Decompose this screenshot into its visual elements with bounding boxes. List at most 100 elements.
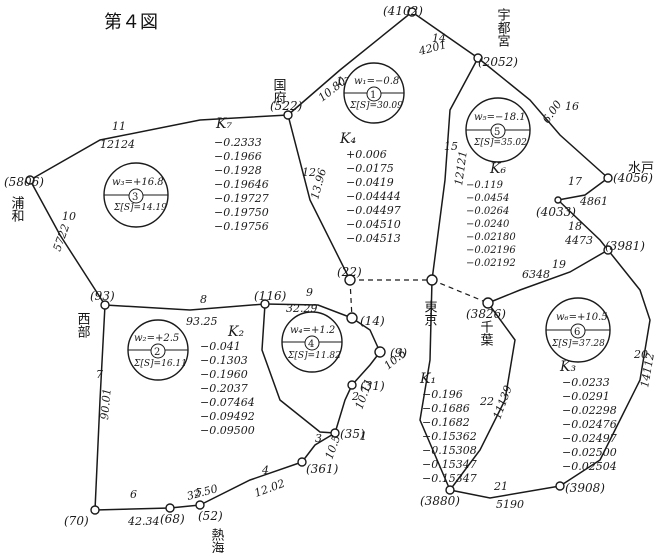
station-label-3826: (3826): [466, 307, 506, 321]
k1-value: −0.15347: [422, 458, 477, 471]
station-node-4033: [555, 197, 561, 203]
loop-4-w: w₄=+1.2: [290, 325, 335, 336]
k6-value: −0.119: [466, 180, 504, 191]
station-label-3981: (3981): [605, 239, 645, 253]
edge-number-10: 10: [62, 210, 76, 223]
loop-2-number: 2: [154, 347, 160, 358]
loop-6-sum: Σ[S]=37.28: [551, 339, 605, 349]
station-label-93: (93): [90, 289, 115, 303]
k1-value: −0.15308: [422, 444, 477, 457]
loop-4-sum: Σ[S]=11.82: [287, 351, 341, 361]
loop-5-sum: Σ[S]=35.02: [473, 138, 527, 148]
k1-value: −0.15362: [422, 430, 477, 443]
loop-6-w: w₆=+10.5: [556, 312, 608, 323]
k4-value: −0.04444: [346, 190, 401, 203]
station-node-3880: [446, 486, 454, 494]
k7-value: −0.1966: [214, 150, 262, 163]
loop-2-sum: Σ[S]=16.11: [133, 359, 187, 369]
edge-number-9: 9: [306, 286, 313, 299]
k7-values: −0.2333 −0.1966 −0.1928 −0.19646 −0.1972…: [214, 136, 269, 233]
place-kozu: 国府: [271, 78, 287, 105]
edge-number-18: 18: [568, 220, 582, 233]
k2-value: −0.09492: [200, 410, 255, 423]
station-node-3908: [556, 482, 564, 490]
edge-10-line: [30, 180, 105, 305]
edge-value-18: 4473: [564, 234, 593, 247]
station-label-70: (70): [64, 514, 89, 528]
k6-value: −0.0454: [466, 193, 509, 204]
loop-5-number: 5: [494, 127, 500, 138]
edge-value-4: 12.02: [253, 477, 287, 500]
loop-circle-3: w₃=+16.8 Σ[S]=14.19 3: [104, 163, 168, 227]
edge-value-22: 11139: [491, 384, 515, 421]
k-label-3: K₃: [559, 359, 576, 375]
station-label-68: (68): [160, 512, 185, 526]
k4-value: −0.04497: [346, 204, 401, 217]
edge-number-11: 11: [112, 120, 126, 133]
edge-number-6: 6: [130, 488, 137, 501]
station-node-31: [348, 381, 356, 389]
edge-number-16: 16: [565, 100, 579, 113]
edge-number-19: 19: [552, 258, 566, 271]
k1-values: −0.196 −0.1686 −0.1682 −0.15362 −0.15308…: [422, 388, 477, 485]
edge-number-17: 17: [568, 175, 582, 188]
station-label-52: (52): [198, 509, 223, 523]
station-node-70: [91, 506, 99, 514]
edge-value-11: 12124: [100, 138, 135, 151]
station-node-9: [375, 347, 385, 357]
k6-values: −0.119 −0.0454 −0.0264 −0.0240 −0.02180 …: [466, 180, 516, 269]
edge-6-line: [95, 505, 200, 510]
loop-1-w: w₁=−0.8: [354, 76, 399, 87]
k2-value: −0.07464: [200, 396, 255, 409]
k1-value: −0.15347: [422, 472, 477, 485]
figure-title: 第４図: [104, 12, 158, 33]
k-label-1: K₁: [419, 371, 436, 387]
station-label-3880: (3880): [420, 494, 460, 508]
k3-values: −0.0233 −0.0291 −0.02298 −0.02476 −0.024…: [562, 376, 617, 473]
station-label-2052: (2052): [478, 55, 518, 69]
place-nishi: 西部: [75, 312, 91, 338]
station-label-22: (22): [337, 265, 362, 279]
edge-value-21: 5190: [496, 498, 524, 511]
k-label-7: K₇: [215, 116, 232, 132]
station-label-5806: (5806): [4, 175, 44, 189]
edge-value-3: 10.5: [323, 434, 344, 461]
place-atami: 熱海: [209, 528, 225, 553]
station-label-3908: (3908): [565, 481, 605, 495]
loop-6-number: 6: [574, 327, 580, 338]
k1-value: −0.196: [422, 388, 463, 401]
k3-value: −0.02500: [562, 446, 617, 459]
k4-values: +0.006 −0.0175 −0.0419 −0.04444 −0.04497…: [346, 148, 401, 245]
edge-value-16: 6.00: [540, 98, 565, 126]
station-node-68: [166, 504, 174, 512]
dashed-link-tokyo-chiba: [432, 280, 488, 303]
edge-number-21: 21: [493, 480, 508, 493]
k4-value: +0.006: [346, 148, 387, 161]
edge-8-line: [105, 304, 265, 310]
place-chiba: 千葉: [478, 320, 494, 346]
k6-value: −0.02192: [466, 258, 516, 269]
station-label-361: (361): [306, 462, 339, 476]
k7-value: −0.19727: [214, 192, 269, 205]
k6-value: −0.02196: [466, 245, 516, 256]
k2-values: −0.041 −0.1303 −0.1960 −0.2037 −0.07464 …: [200, 340, 255, 437]
k4-value: −0.0419: [346, 176, 394, 189]
k2-value: −0.09500: [200, 424, 255, 437]
loop-circle-5: w₅=−18.1 Σ[S]=35.02 5: [466, 98, 530, 162]
k7-value: −0.1928: [214, 164, 262, 177]
loop-circle-6: w₆=+10.5 Σ[S]=37.28 6: [546, 298, 610, 362]
edge-value-8: 93.25: [186, 315, 218, 328]
k-label-4: K₄: [339, 131, 356, 147]
place-mito: 水戸: [628, 161, 654, 176]
loop-circle-4: w₄=+1.2 Σ[S]=11.82 4: [282, 312, 342, 372]
edge-3-line: [335, 385, 352, 433]
k3-value: −0.0291: [562, 390, 610, 403]
edge-value-14: 4201: [416, 38, 447, 58]
station-label-4102: (4102): [383, 4, 423, 18]
station-node-14: [347, 313, 357, 323]
k-label-6: K₆: [489, 161, 506, 177]
loop-1-number: 1: [370, 90, 376, 101]
k3-value: −0.02497: [562, 432, 617, 445]
k3-value: −0.0233: [562, 376, 610, 389]
k3-value: −0.02476: [562, 418, 617, 431]
